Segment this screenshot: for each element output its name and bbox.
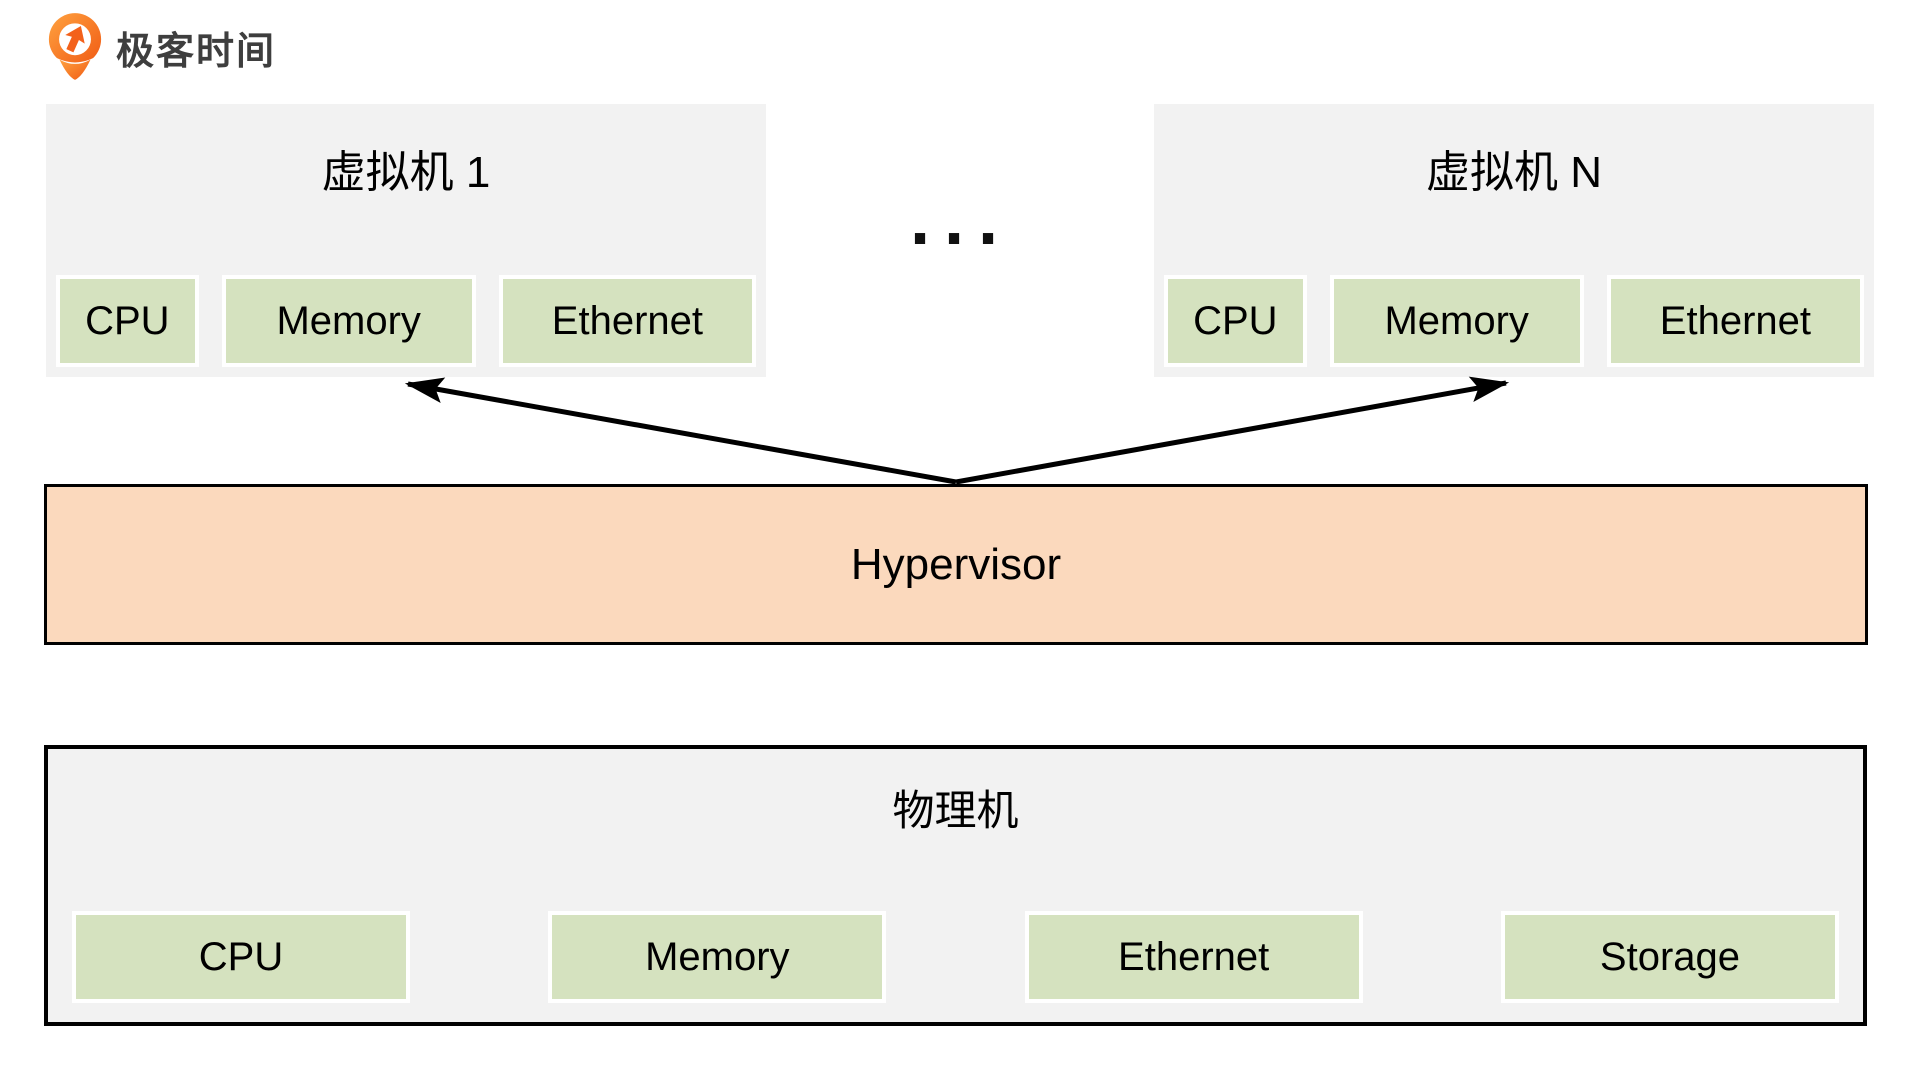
vmn-ethernet-chip: Ethernet xyxy=(1606,275,1864,367)
vm1-cpu-chip: CPU xyxy=(56,275,199,367)
vm1-ethernet-chip: Ethernet xyxy=(498,275,756,367)
physical-storage-chip: Storage xyxy=(1500,911,1839,1003)
physical-memory-chip: Memory xyxy=(548,911,887,1003)
vm1-components: CPU Memory Ethernet xyxy=(56,275,756,367)
vmn-cpu-chip: CPU xyxy=(1164,275,1307,367)
geektime-logo-icon xyxy=(47,13,103,80)
vm1-title: 虚拟机 1 xyxy=(321,148,491,197)
brand-name: 极客时间 xyxy=(116,30,277,73)
vmn-memory-chip: Memory xyxy=(1329,275,1584,367)
brand-logo: 极客时间 xyxy=(46,12,276,82)
vmn-components: CPU Memory Ethernet xyxy=(1164,275,1864,367)
vm1-memory-chip: Memory xyxy=(221,275,476,367)
hypervisor-bar: Hypervisor xyxy=(44,484,1868,645)
physical-cpu-chip: CPU xyxy=(72,911,410,1003)
arrow-to-vm1 xyxy=(404,377,957,485)
arrow-to-vmn xyxy=(955,376,1510,485)
physical-machine-title: 物理机 xyxy=(892,787,1019,834)
physical-components: CPU Memory Ethernet Storage xyxy=(72,911,1839,1003)
vmn-title: 虚拟机 N xyxy=(1426,148,1602,197)
vm-ellipsis: ... xyxy=(908,190,1012,258)
vmn-box: 虚拟机 N CPU Memory Ethernet xyxy=(1154,104,1874,377)
hypervisor-label: Hypervisor xyxy=(850,539,1062,589)
physical-ethernet-chip: Ethernet xyxy=(1024,911,1363,1003)
vm1-box: 虚拟机 1 CPU Memory Ethernet xyxy=(46,104,766,377)
physical-machine-box: 物理机 CPU Memory Ethernet Storage xyxy=(44,745,1867,1026)
